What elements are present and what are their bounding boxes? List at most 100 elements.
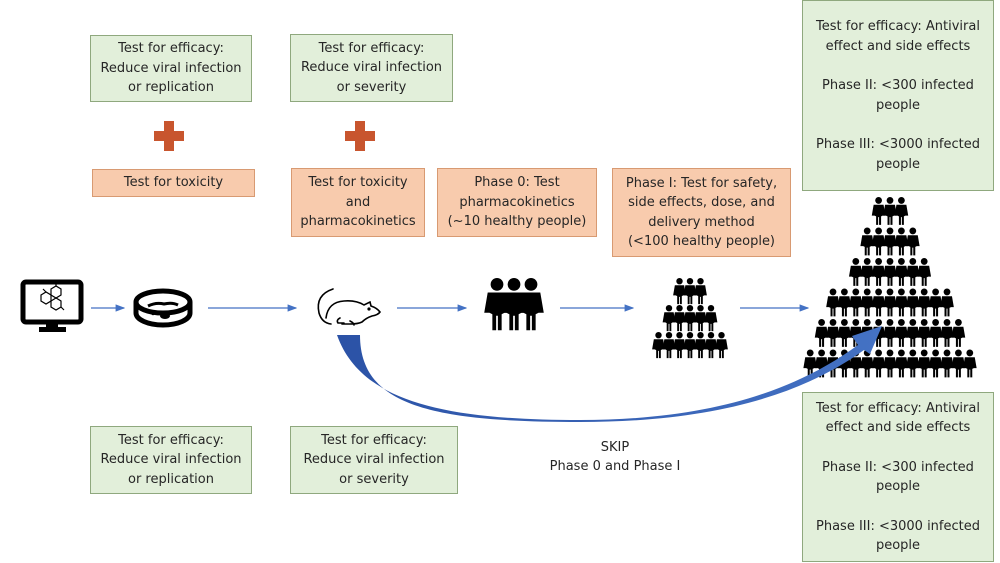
person-icon — [871, 258, 886, 286]
person-icon — [662, 305, 676, 332]
person-icon — [826, 319, 840, 347]
person-icon — [652, 332, 665, 359]
box-line: Reduce viral infection — [100, 452, 242, 468]
box-line: pharmacokinetics — [300, 214, 416, 230]
person-icon — [662, 332, 676, 359]
box-line: (~10 healthy people) — [447, 214, 587, 230]
person-icon — [940, 349, 954, 378]
person-icon — [704, 332, 718, 359]
person-icon — [894, 319, 909, 347]
skip-label: SKIP Phase 0 and Phase I — [540, 438, 690, 476]
large-crowd-icon — [803, 197, 977, 378]
box-line: effect and side effects — [825, 38, 971, 54]
skip-subtitle: Phase 0 and Phase I — [549, 459, 681, 474]
person-icon — [883, 197, 897, 225]
plus-icon — [345, 121, 375, 151]
box-line: Phase III: <3000 infected — [816, 518, 980, 534]
person-icon — [683, 332, 697, 359]
box-line: Test for efficacy: Antiviral — [816, 400, 980, 416]
person-icon — [951, 349, 966, 378]
in-vitro-efficacy-box-bottom: Test for efficacy: Reduce viral infectio… — [90, 426, 252, 494]
person-icon — [894, 258, 909, 286]
person-icon — [837, 319, 852, 347]
small-group-icon — [484, 278, 544, 331]
person-icon — [883, 288, 897, 317]
box-line: Phase II: <300 infected — [822, 78, 974, 93]
person-icon — [848, 258, 863, 286]
phase2-3-box-bottom: Test for efficacy: Antiviral effect and … — [802, 392, 994, 562]
person-icon — [673, 278, 686, 305]
person-icon — [860, 288, 875, 317]
box-line: Phase 0: Test — [474, 175, 560, 191]
person-icon — [803, 349, 818, 378]
person-icon — [940, 319, 954, 347]
person-icon — [683, 278, 697, 305]
box-line: Test for efficacy: Antiviral — [816, 19, 980, 34]
phase0-box: Phase 0: Test pharmacokinetics (~10 heal… — [437, 168, 597, 237]
phase1-box: Phase I: Test for safety, side effects, … — [612, 168, 791, 257]
person-icon — [905, 349, 920, 378]
box-line: Test for efficacy: — [118, 432, 224, 448]
medium-crowd-icon — [652, 278, 728, 359]
person-icon — [860, 349, 875, 378]
person-icon — [917, 319, 932, 347]
box-line: Reduce viral infection — [303, 452, 445, 468]
person-icon — [694, 278, 707, 305]
computer-molecule-icon — [20, 279, 84, 332]
phase2-3-box-top: Test for efficacy: Antiviral effect and … — [802, 0, 994, 191]
box-line: or severity — [339, 471, 409, 487]
animal-efficacy-box: Test for efficacy: Reduce viral infectio… — [290, 34, 453, 102]
person-icon — [860, 258, 875, 286]
skip-title: SKIP — [600, 440, 630, 455]
box-line: Phase III: <3000 infected — [816, 137, 980, 152]
petri-dish-icon — [133, 288, 193, 328]
box-line: people — [875, 479, 921, 494]
person-icon — [894, 288, 909, 317]
box-line: and — [345, 194, 371, 210]
person-icon — [894, 349, 909, 378]
person-icon — [683, 305, 697, 332]
box-line: Test for toxicity — [123, 175, 224, 191]
box-line: delivery method — [648, 214, 755, 230]
person-icon — [928, 288, 943, 317]
box-line: or replication — [128, 471, 214, 487]
person-icon — [673, 332, 686, 359]
box-line: Reduce viral infection — [300, 60, 443, 76]
box-line: (<100 healthy people) — [627, 234, 776, 249]
person-icon — [883, 349, 897, 378]
box-line: Phase II: <300 infected — [822, 459, 974, 475]
person-icon — [814, 349, 829, 378]
person-icon — [871, 288, 886, 317]
person-icon — [928, 349, 943, 378]
box-line: effect and side effects — [825, 420, 971, 435]
box-line: people — [875, 538, 921, 553]
plus-icon — [154, 121, 184, 151]
person-icon — [673, 305, 686, 332]
box-line: Test for efficacy: — [118, 41, 224, 57]
person-icon — [962, 349, 977, 378]
person-icon — [694, 305, 707, 332]
box-line: Phase I: Test for safety, — [625, 175, 778, 191]
mouse-icon — [317, 288, 381, 326]
person-icon — [940, 288, 954, 317]
person-icon — [694, 332, 707, 359]
person-icon — [883, 227, 897, 256]
box-line: Reduce viral infection — [100, 60, 242, 76]
animal-efficacy-box-bottom: Test for efficacy: Reduce viral infectio… — [290, 426, 458, 494]
person-icon — [894, 197, 909, 225]
in-vitro-efficacy-box: Test for efficacy: Reduce viral infectio… — [90, 35, 252, 102]
animal-toxicity-pk-box: Test for toxicity and pharmacokinetics — [291, 168, 425, 237]
person-icon — [871, 227, 886, 256]
person-icon — [883, 258, 897, 286]
person-icon — [951, 319, 966, 347]
person-icon — [905, 227, 920, 256]
person-icon — [905, 319, 920, 347]
box-line: or severity — [336, 79, 407, 95]
in-vitro-toxicity-box: Test for toxicity — [92, 169, 255, 197]
person-icon — [871, 197, 886, 225]
person-icon — [871, 349, 886, 378]
person-icon — [518, 278, 544, 331]
person-icon — [928, 319, 943, 347]
person-icon — [917, 349, 932, 378]
